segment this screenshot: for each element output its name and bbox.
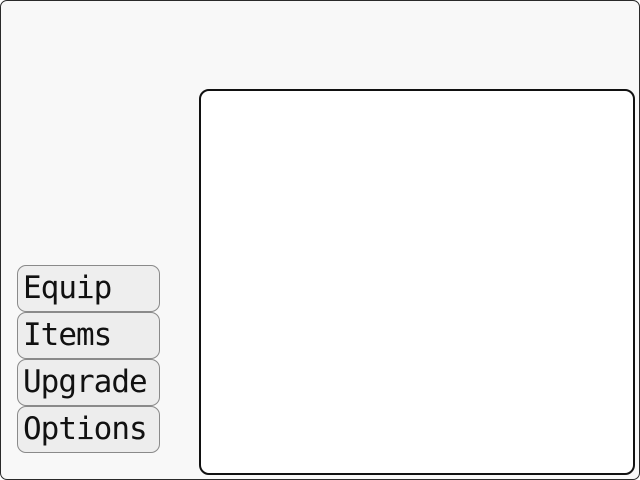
menu-list: Equip Items Upgrade Options (17, 265, 161, 453)
equip-button[interactable]: Equip (17, 265, 160, 312)
options-button[interactable]: Options (17, 406, 160, 453)
content-panel (199, 89, 635, 475)
upgrade-button[interactable]: Upgrade (17, 359, 160, 406)
items-button[interactable]: Items (17, 312, 160, 359)
